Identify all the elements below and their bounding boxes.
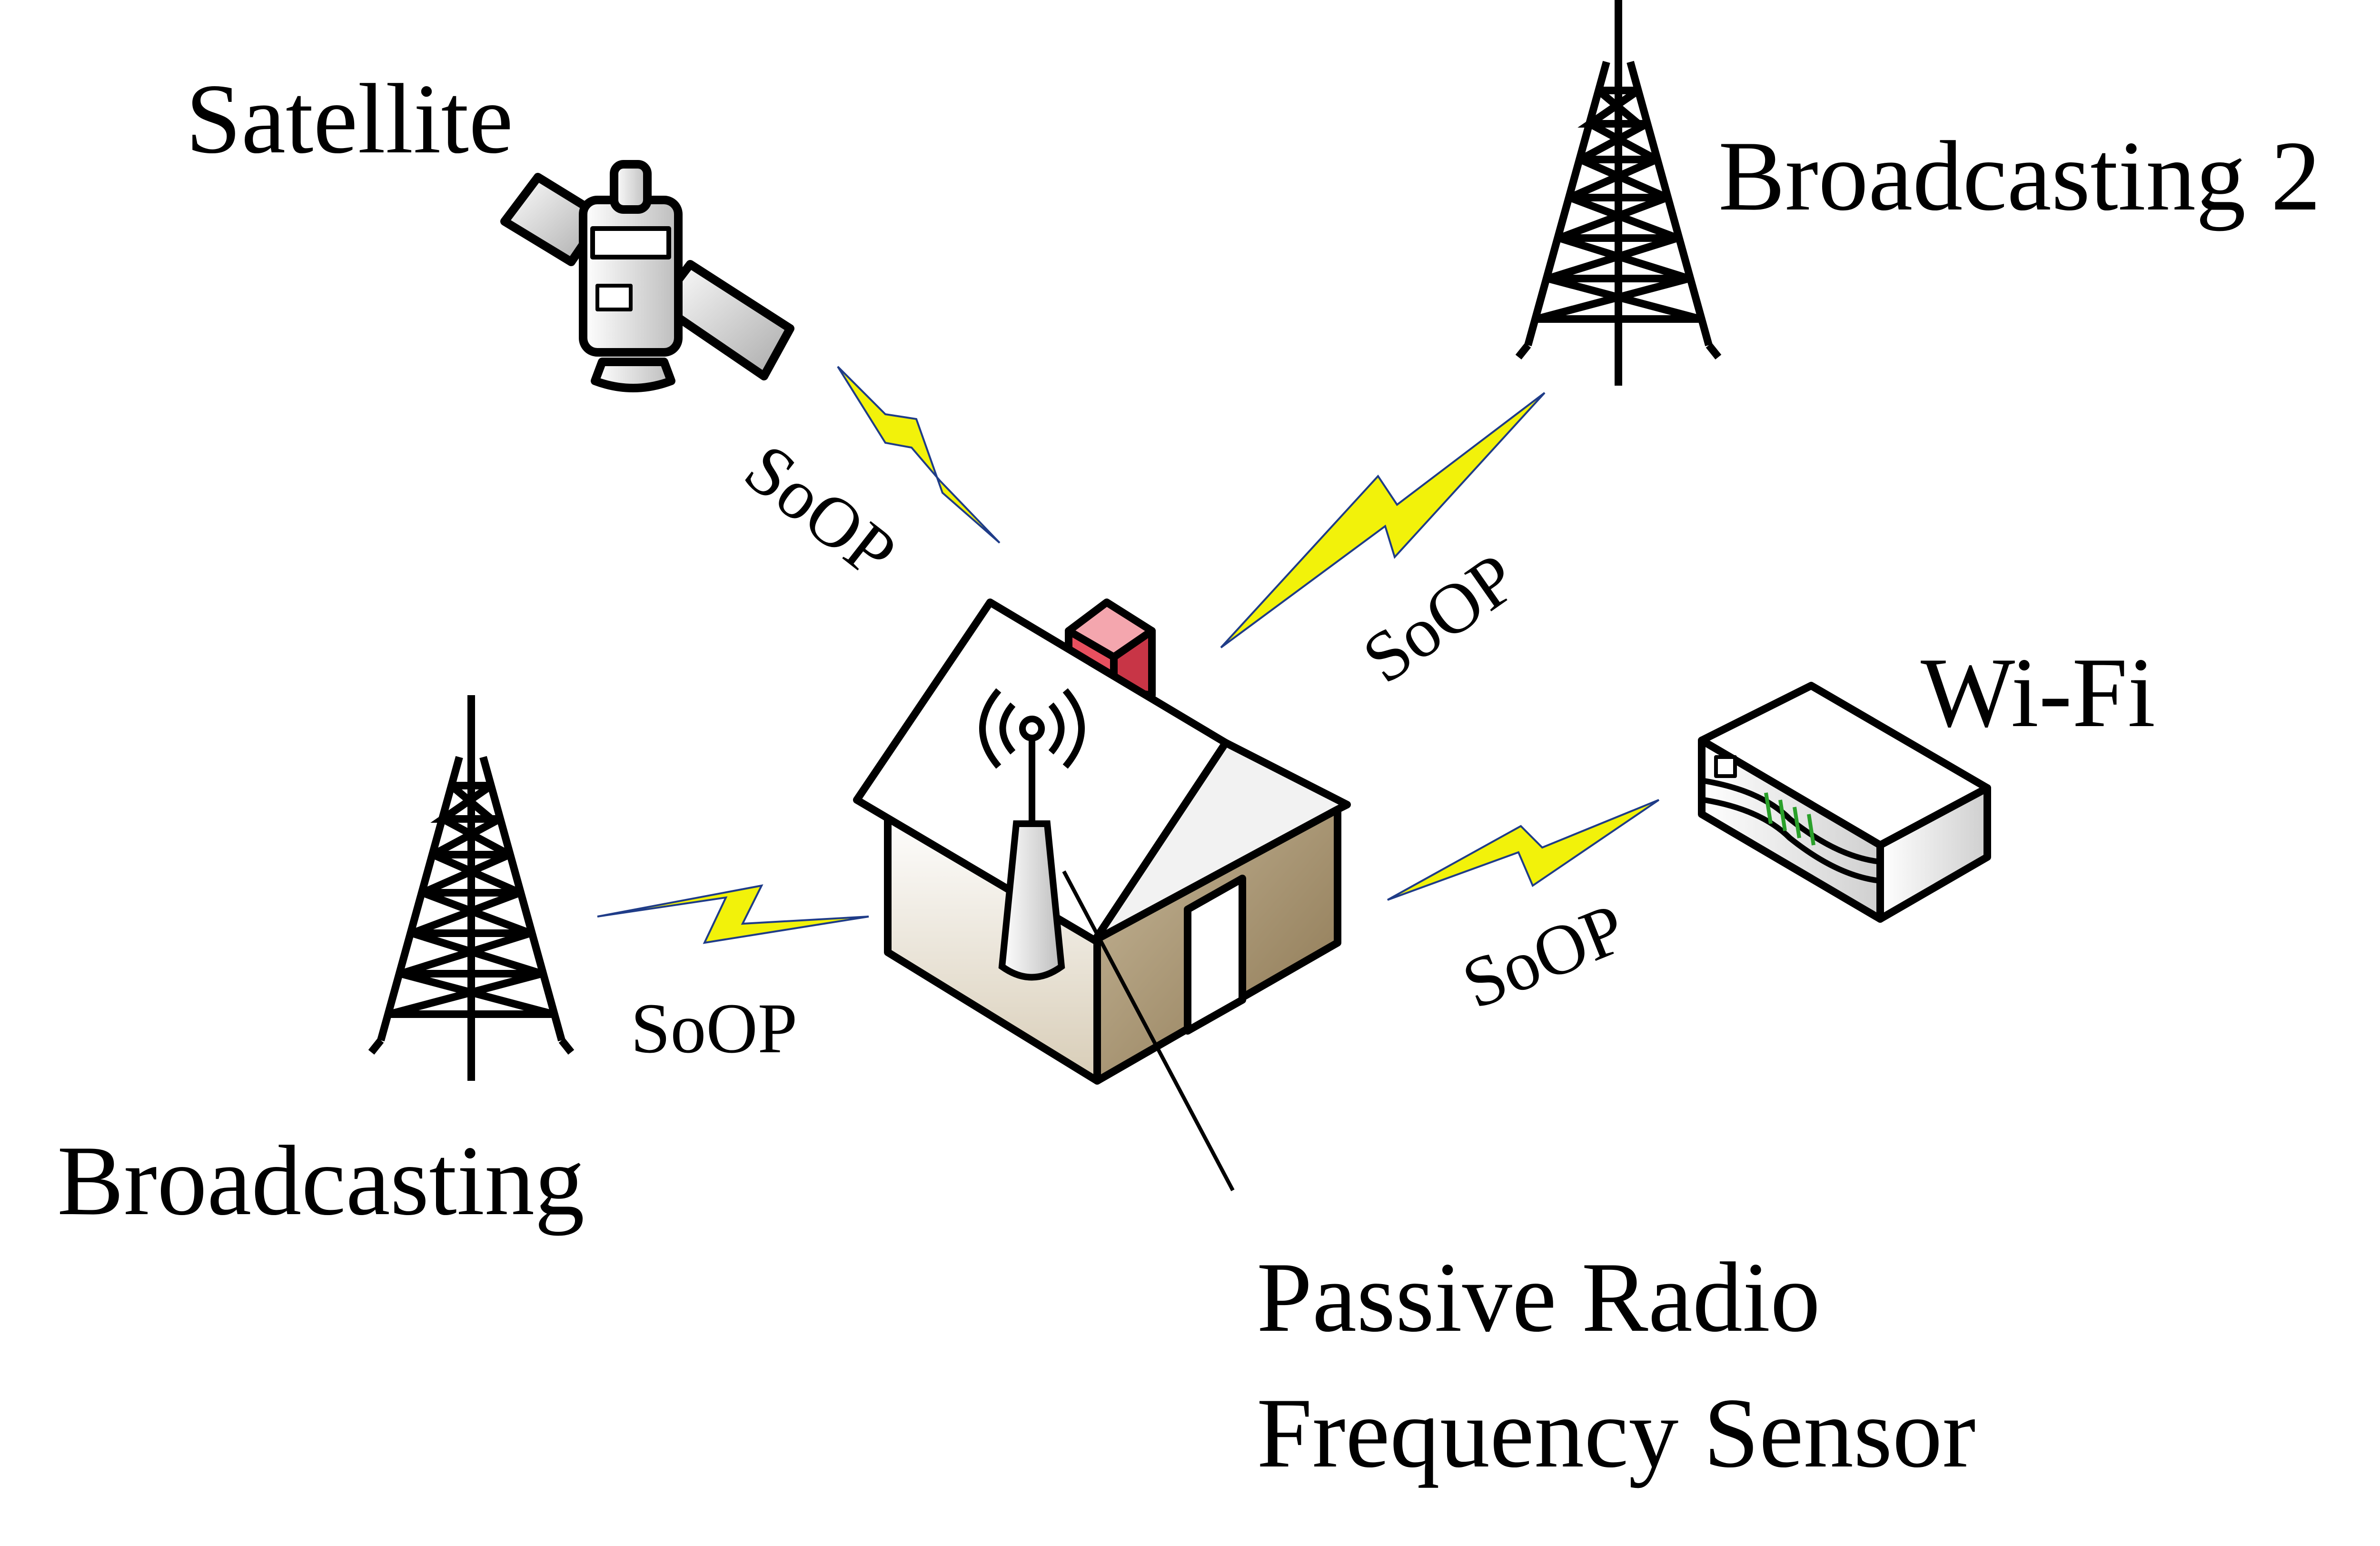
broadcast-tower-icon bbox=[1515, 0, 1722, 386]
satellite-label: Satellite bbox=[186, 64, 513, 174]
antenna-icon bbox=[979, 688, 1235, 1191]
soop-bolt-wifi bbox=[1387, 799, 1660, 901]
sensor-label-line1: Passive Radio bbox=[1257, 1242, 1820, 1353]
broadcasting-label: Broadcasting bbox=[57, 1126, 585, 1236]
broadcast-tower-icon bbox=[368, 695, 575, 1081]
soop-bolt-satellite bbox=[837, 366, 1001, 544]
soop-label-broadcasting-2: SoOP bbox=[1349, 538, 1531, 698]
wifi-router-icon bbox=[1698, 682, 1991, 923]
status-led-icon bbox=[1764, 792, 1815, 846]
soop-label-wifi: SoOP bbox=[1452, 888, 1636, 1024]
wifi-label: Wi-Fi bbox=[1921, 638, 2155, 748]
satellite-icon bbox=[500, 160, 794, 392]
soop-bolt-broadcasting bbox=[597, 884, 869, 944]
soop-label-satellite: SoOP bbox=[731, 429, 911, 593]
broadcasting-2-label: Broadcasting 2 bbox=[1718, 121, 2321, 231]
soop-bolt-broadcasting-2 bbox=[1220, 392, 1546, 648]
sensor-label-line2: Frequency Sensor bbox=[1257, 1378, 1976, 1488]
soop-label-broadcasting: SoOP bbox=[631, 989, 797, 1068]
house-icon bbox=[853, 598, 1351, 1085]
